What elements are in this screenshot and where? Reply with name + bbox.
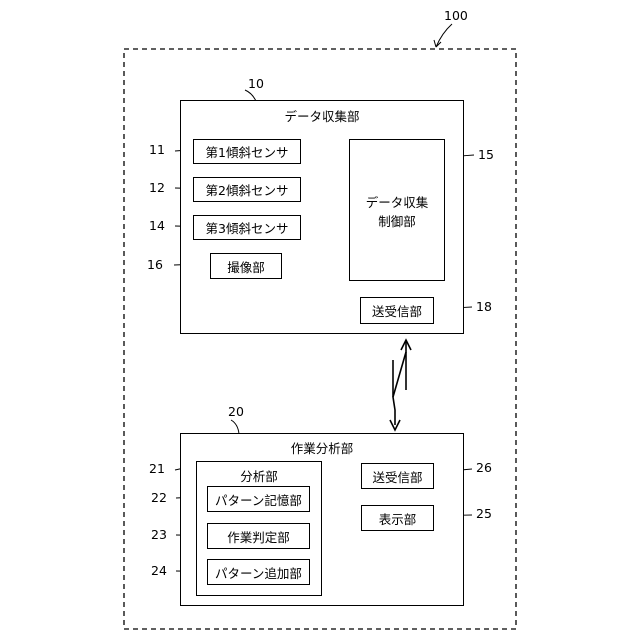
- sensor-3-box: 第3傾斜センサ: [193, 215, 301, 240]
- ref-20: 20: [228, 406, 244, 419]
- ref-15: 15: [478, 149, 494, 162]
- sensor-2-label: 第2傾斜センサ: [206, 180, 289, 199]
- controller-label-line2: 制御部: [350, 211, 444, 230]
- display-box: 表示部: [361, 505, 434, 531]
- display-label: 表示部: [379, 509, 417, 528]
- pattern-addition-box: パターン追加部: [207, 559, 310, 585]
- leader-20: [231, 420, 239, 434]
- leader-100: [436, 24, 452, 47]
- ref-12: 12: [149, 182, 165, 195]
- transceiver-2-label: 送受信部: [372, 467, 422, 486]
- data-collection-unit-title: データ収集部: [181, 106, 463, 125]
- transceiver-1-label: 送受信部: [372, 301, 422, 320]
- work-judgment-label: 作業判定部: [227, 527, 290, 546]
- work-analysis-unit-title: 作業分析部: [181, 438, 463, 457]
- ref-100: 100: [444, 10, 468, 23]
- work-judgment-box: 作業判定部: [207, 523, 310, 549]
- transceiver-1-box: 送受信部: [360, 297, 434, 324]
- wireless-link: [393, 342, 406, 425]
- analysis-unit-title: 分析部: [197, 466, 321, 485]
- controller-label-line1: データ収集: [350, 192, 444, 211]
- sensor-1-label: 第1傾斜センサ: [206, 142, 289, 161]
- ref-14: 14: [149, 220, 165, 233]
- sensor-2-box: 第2傾斜センサ: [193, 177, 301, 202]
- data-collection-controller-box: データ収集 制御部: [349, 139, 445, 281]
- ref-18: 18: [476, 301, 492, 314]
- pattern-storage-label: パターン記憶部: [215, 490, 302, 509]
- ref-24: 24: [151, 565, 167, 578]
- ref-10: 10: [248, 78, 264, 91]
- ref-26: 26: [476, 462, 492, 475]
- ref-23: 23: [151, 529, 167, 542]
- pattern-storage-box: パターン記憶部: [207, 486, 310, 512]
- transceiver-2-box: 送受信部: [361, 463, 434, 489]
- ref-25: 25: [476, 508, 492, 521]
- sensor-1-box: 第1傾斜センサ: [193, 139, 301, 164]
- ref-22: 22: [151, 492, 167, 505]
- camera-box: 撮像部: [210, 253, 282, 279]
- ref-21: 21: [149, 463, 165, 476]
- ref-16: 16: [147, 259, 163, 272]
- camera-label: 撮像部: [227, 257, 265, 276]
- pattern-addition-label: パターン追加部: [215, 563, 302, 582]
- sensor-3-label: 第3傾斜センサ: [206, 218, 289, 237]
- ref-11: 11: [149, 144, 165, 157]
